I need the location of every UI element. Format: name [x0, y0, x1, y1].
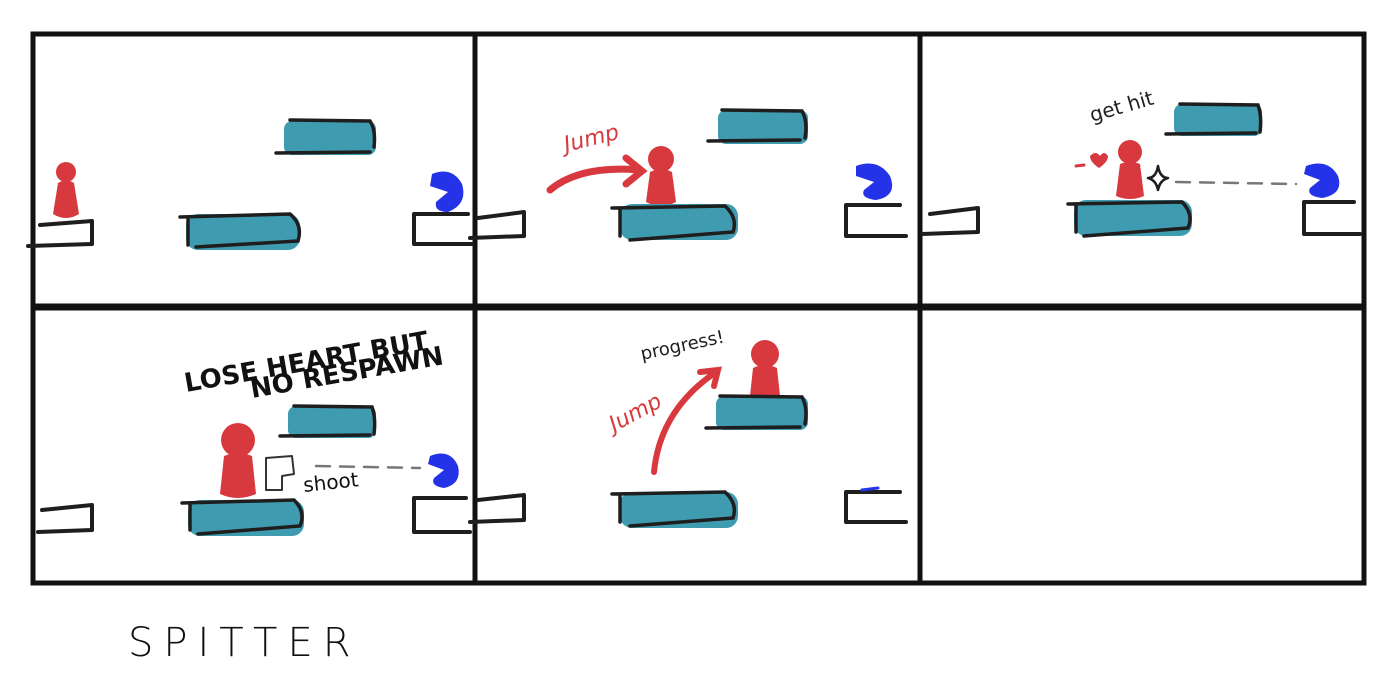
label-get-hit: get hit: [1087, 86, 1157, 127]
ground-ledge-left: [468, 210, 526, 240]
player-figure-icon: [646, 146, 676, 206]
jump-arrow-icon: [546, 154, 648, 194]
floating-platform-upper: [706, 108, 808, 144]
panel-frame-3: [917, 31, 1367, 309]
panel-2: Jump: [468, 108, 908, 242]
heart-icon: [1074, 153, 1108, 168]
floating-platform-upper: [278, 404, 377, 438]
panel-frame-6: [917, 305, 1367, 586]
label-jump: Jump: [558, 120, 622, 159]
spitter-enemy-icon: [430, 171, 464, 212]
panel-1: [26, 118, 474, 250]
panel-5: progress! Jump: [468, 327, 908, 528]
projectile-trail-icon: [1174, 180, 1298, 186]
player-figure-icon: [750, 340, 780, 400]
floating-platform-lower: [610, 204, 738, 242]
ground-ledge-right: [1302, 200, 1362, 236]
floating-platform-lower: [1066, 200, 1192, 238]
storyboard-title: SPITTER: [128, 620, 361, 666]
label-jump: Jump: [602, 389, 667, 439]
ground-ledge-right: [844, 490, 908, 524]
projectile-icon: [265, 455, 295, 491]
spitter-enemy-icon: [860, 486, 880, 492]
spitter-enemy-icon: [1304, 163, 1340, 198]
projectile-trail-icon: [314, 464, 422, 470]
ground-ledge-right: [412, 212, 474, 246]
sparkle-icon: [1146, 164, 1170, 192]
player-figure-icon: [53, 162, 79, 218]
floating-platform-lower: [178, 212, 302, 250]
panel-frame-1: [30, 31, 478, 309]
ground-ledge-left: [468, 493, 526, 524]
ground-ledge-right: [412, 496, 472, 534]
jump-arrow-icon: [651, 366, 722, 475]
panel-frame-2: [472, 31, 923, 309]
player-figure-icon: [220, 423, 256, 498]
floating-platform-lower: [180, 498, 304, 536]
player-figure-icon: [1116, 140, 1144, 199]
panel-3: get hit: [920, 86, 1362, 238]
spitter-enemy-icon: [428, 453, 459, 488]
floating-platform-upper: [704, 394, 808, 430]
spitter-enemy-icon: [856, 163, 893, 200]
ground-ledge-left: [36, 503, 94, 534]
ground-ledge-right: [844, 203, 908, 238]
ground-ledge-left: [920, 206, 980, 236]
panel-4: LOSE HEART BUT NO RESPAWN shoot: [36, 326, 472, 536]
floating-platform-lower: [610, 490, 738, 528]
label-progress: progress!: [639, 327, 726, 365]
floating-platform-upper: [274, 118, 377, 155]
floating-platform-upper: [1164, 102, 1263, 136]
ground-ledge-left: [26, 219, 94, 248]
panel-grid: [30, 31, 1367, 586]
label-shoot: shoot: [302, 467, 360, 497]
